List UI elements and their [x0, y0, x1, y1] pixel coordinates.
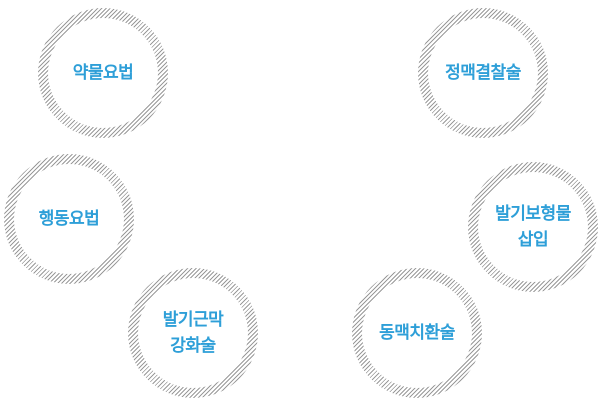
treatment-circle-inner: 발기보형물 삽입 [478, 172, 588, 282]
treatment-label: 약물요법 [72, 63, 134, 83]
treatment-circle-inner: 약물요법 [48, 18, 158, 128]
treatment-circle-artery-replacement: 동맥치환술 [352, 268, 482, 398]
treatment-label: 발기근막 강화술 [162, 310, 224, 356]
treatment-circle-behavior-therapy: 행동요법 [4, 154, 134, 284]
treatment-label: 정맥결찰술 [445, 63, 521, 83]
treatment-circle-medication: 약물요법 [38, 8, 168, 138]
treatment-circle-vein-ligation: 정맥결찰술 [418, 8, 548, 138]
treatment-circle-inner: 발기근막 강화술 [138, 278, 248, 388]
treatment-circle-inner: 정맥결찰술 [428, 18, 538, 128]
treatment-label: 행동요법 [38, 209, 100, 229]
treatment-label: 동맥치환술 [379, 323, 455, 343]
treatment-circle-inner: 행동요법 [14, 164, 124, 274]
treatment-circle-fascia-reinforcement: 발기근막 강화술 [128, 268, 258, 398]
treatment-circle-prosthesis: 발기보형물 삽입 [468, 162, 598, 292]
treatment-label: 발기보형물 삽입 [495, 204, 571, 250]
treatment-circle-inner: 동맥치환술 [362, 278, 472, 388]
